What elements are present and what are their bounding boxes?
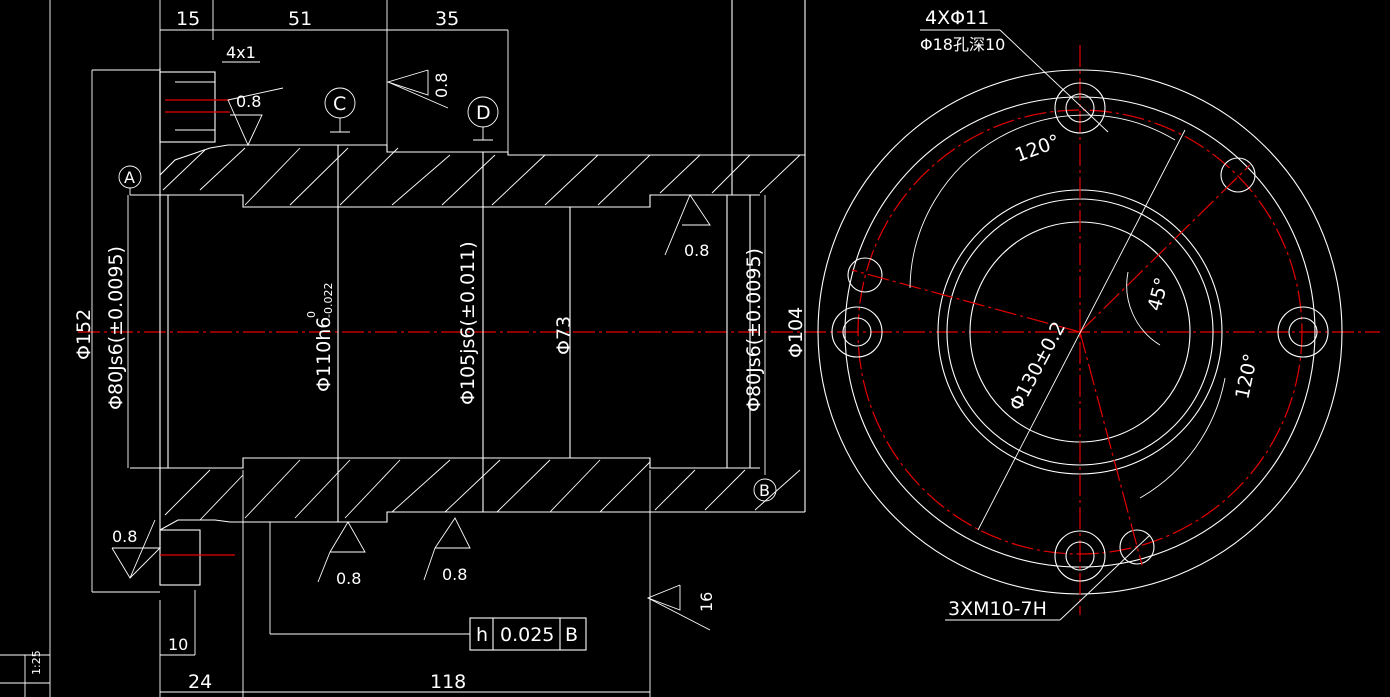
drawing-border bbox=[0, 0, 51, 697]
roughness-1: 0.8 bbox=[236, 92, 261, 111]
tolerance-value: 0.025 bbox=[500, 624, 554, 646]
holes-spec: 4XΦ11 bbox=[925, 7, 989, 29]
dim-24: 24 bbox=[188, 671, 212, 693]
dim-15: 15 bbox=[176, 8, 200, 30]
angle-120-right: 120° bbox=[1231, 352, 1262, 401]
roughness-2: 0.8 bbox=[432, 73, 451, 98]
dim-10: 10 bbox=[168, 635, 188, 654]
dim-dia110-lower: -0.022 bbox=[322, 283, 335, 318]
counterbore-spec: Φ18孔深10 bbox=[920, 35, 1005, 54]
datum-a: A bbox=[124, 168, 135, 187]
angle-45: 45° bbox=[1144, 275, 1174, 313]
angle-120-top: 120° bbox=[1012, 130, 1063, 166]
dim-dia73: Φ73 bbox=[553, 316, 575, 355]
roughness-symbols bbox=[111, 69, 711, 631]
roughness-3: 0.8 bbox=[684, 241, 709, 260]
thread-spec: 3XM10-7H bbox=[948, 598, 1047, 620]
dim-dia105: Φ105js6(±0.011) bbox=[457, 241, 479, 405]
roughness-4: 0.8 bbox=[112, 527, 137, 546]
datum-b: B bbox=[759, 481, 770, 500]
roughness-6: 0.8 bbox=[442, 565, 467, 584]
dim-51: 51 bbox=[288, 8, 312, 30]
tolerance-frame bbox=[469, 617, 587, 651]
end-view bbox=[817, 29, 1343, 621]
dim-118: 118 bbox=[430, 671, 466, 693]
dim-35: 35 bbox=[435, 8, 459, 30]
datum-d: D bbox=[476, 102, 491, 124]
tolerance-symbol: h bbox=[476, 624, 488, 646]
datum-c: C bbox=[333, 93, 346, 115]
dim-dia80-left: Φ80Js6(±0.0095) bbox=[105, 246, 127, 410]
title-block-stub: 1:25 bbox=[30, 650, 43, 675]
dim-chamfer: 4x1 bbox=[226, 43, 256, 62]
dim-dia152: Φ152 bbox=[73, 309, 95, 360]
dim-dia110: Φ110h6 bbox=[313, 317, 335, 392]
datum-markers bbox=[118, 87, 777, 502]
dim-dia80-right: Φ80Js6(±0.0095) bbox=[743, 248, 765, 412]
tolerance-datum: B bbox=[565, 624, 578, 646]
dim-dia104: Φ104 bbox=[785, 307, 807, 358]
dim-dia110-upper: 0 bbox=[305, 311, 318, 318]
roughness-5: 0.8 bbox=[336, 569, 361, 588]
dimension-lines bbox=[91, 0, 806, 697]
roughness-8: 16 bbox=[697, 592, 716, 612]
